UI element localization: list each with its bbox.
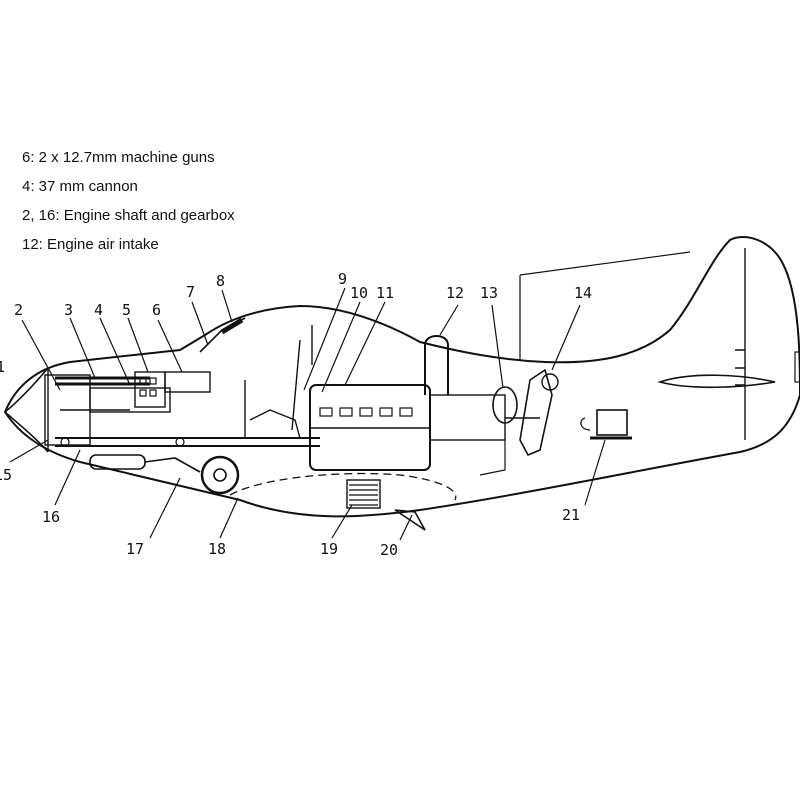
callout-7: 7	[186, 283, 195, 301]
nose-armament	[44, 371, 211, 446]
horizontal-stabilizer	[657, 374, 776, 389]
callout-20: 20	[380, 541, 398, 559]
callout-labels: 1 2 3 4 5 6 7 8 9 10 11 12 13 14 15 16 1…	[0, 270, 592, 559]
callout-14: 14	[574, 284, 592, 302]
callout-9: 9	[338, 270, 347, 288]
callout-12: 12	[446, 284, 464, 302]
engine-air-intake	[424, 335, 449, 395]
fuselage-outline	[3, 236, 800, 518]
nose-landing-gear	[89, 454, 240, 495]
radiator	[346, 479, 381, 509]
callout-8: 8	[216, 272, 225, 290]
legend-line-guns: 6: 2 x 12.7mm machine guns	[22, 149, 215, 166]
callout-2: 2	[14, 301, 23, 319]
legend-line-cannon: 4: 37 mm cannon	[22, 178, 138, 195]
callout-16: 16	[42, 508, 60, 526]
callout-19: 19	[320, 540, 338, 558]
callout-6: 6	[152, 301, 161, 319]
vertical-tail	[519, 248, 800, 440]
callout-11: 11	[376, 284, 394, 302]
callout-10: 10	[350, 284, 368, 302]
callout-5: 5	[122, 301, 131, 319]
callout-3: 3	[64, 301, 73, 319]
drive-shaft	[55, 437, 320, 447]
wing-root	[229, 472, 457, 501]
cockpit-controls	[244, 325, 313, 439]
callout-leaders	[9, 287, 606, 541]
legend-line-air-intake: 12: Engine air intake	[22, 236, 159, 253]
legend-line-engine-shaft: 2, 16: Engine shaft and gearbox	[22, 207, 235, 224]
callout-13: 13	[480, 284, 498, 302]
callout-17: 17	[126, 540, 144, 558]
engine	[309, 384, 540, 471]
oil-tank	[479, 368, 559, 476]
callout-1: 1	[0, 358, 5, 376]
callout-15: 15	[0, 466, 12, 484]
legend: 6: 2 x 12.7mm machine guns 4: 37 mm cann…	[22, 147, 235, 263]
callout-18: 18	[208, 540, 226, 558]
callout-4: 4	[94, 301, 103, 319]
callout-21: 21	[562, 506, 580, 524]
radio-equipment	[580, 409, 632, 440]
